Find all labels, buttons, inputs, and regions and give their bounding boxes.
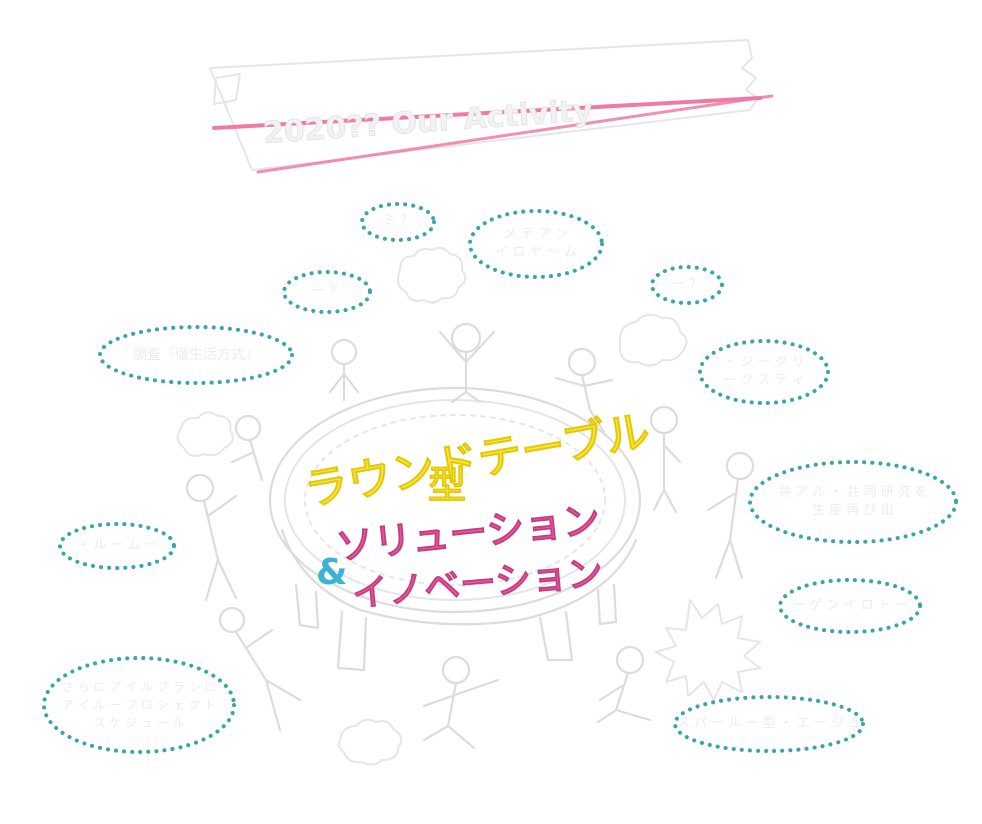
bubble-b9: ー ゲ ン イ ロ ト ー [792,598,908,613]
bubble-outline-b9 [778,578,922,634]
bubble-b7: 共 ア ル ・ 共 同 研 究 を 生 産 再 び 出 [777,485,929,518]
bubble-outline-b7 [748,460,958,544]
banner-stripe [212,96,762,130]
bubble-outline-b4 [650,265,724,305]
people-sketches [185,322,755,750]
cloud-shapes [176,246,761,766]
bubble-outline-b5 [98,325,294,385]
bubble-outline-b11 [673,695,865,753]
dotted-bubbles [42,202,958,754]
bubble-outline-b6 [698,339,830,405]
bubble-b5: 調査『徹生活方式』 [133,347,259,363]
bubble-outline-b10 [42,656,236,754]
bubble-b11: ス パ ー ル ー 型 ・ エ ー ジ ュ [676,716,862,731]
title-line2: 型 [428,463,466,507]
bubble-b6: ・ ジ ー ク リ ー ク ス テ ィ [723,355,805,388]
bubble-b10: さ ら に ア イ ル プ ラ ン に ア イ ル ー プ ロ シ ェ ク ト … [61,680,217,730]
title-amp: & [316,552,347,593]
bubble-b2: メ テ ア ン イ ロ ヤ ～ ム [495,227,577,260]
bubble-b3: ー ？ [311,284,343,299]
bubble-b1: ミ ？ [382,214,414,229]
bubble-outline-b2 [468,209,604,279]
bubble-outline-b8 [58,522,176,570]
round-table [268,386,642,672]
banner: 2020?? Our Activity [209,39,774,174]
title-line1: ラウンドテーブル [301,406,654,517]
bubble-outline-b3 [282,270,372,314]
bubble-b4: ー ？ [671,277,703,292]
banner-title: 2020?? Our Activity [262,93,594,151]
bubble-b8: ・ ル ー ム ー [76,538,158,553]
bubble-outline-b1 [360,202,436,242]
